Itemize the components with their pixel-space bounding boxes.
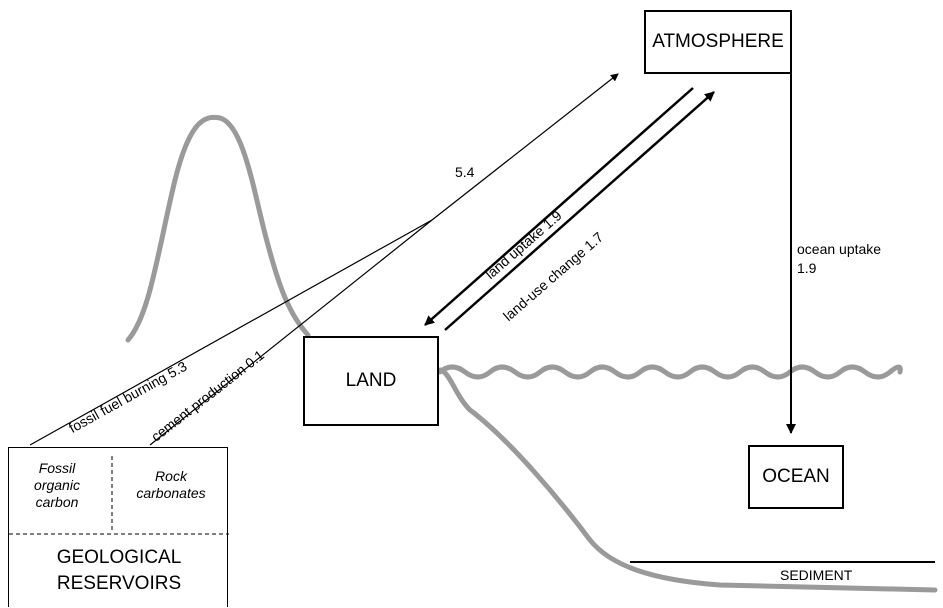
fossil-fuel-flow-line [29, 219, 433, 446]
atmosphere-label: ATMOSPHERE [652, 31, 784, 52]
fossil-organic-carbon-label: Fossil organic carbon [34, 460, 80, 510]
land-use-change-arrow [444, 91, 715, 331]
land-box: LAND [303, 336, 439, 426]
mountain-profile [125, 114, 311, 343]
sea-surface-wave [437, 364, 903, 380]
ocean-box: OCEAN [748, 445, 844, 509]
fossil-to-atmosphere-arrow [431, 73, 619, 221]
sediment-label: SEDIMENT [780, 567, 853, 583]
geological-reservoirs-box: Fossil organic carbon Rock carbonates GE… [8, 447, 229, 607]
ocean-label: OCEAN [762, 466, 830, 487]
ocean-uptake-label: ocean uptake 1.9 [797, 241, 882, 276]
land-label: LAND [345, 370, 397, 391]
cement-flow-line [149, 219, 433, 446]
land-uptake-arrow [424, 87, 694, 326]
reservoir-dividers [9, 456, 229, 535]
fossil-total-value: 5.4 [455, 164, 475, 180]
atmosphere-box: ATMOSPHERE [644, 10, 792, 74]
coastline-profile [437, 367, 938, 593]
geological-reservoirs-title: GEOLOGICAL RESERVOIRS [56, 547, 182, 594]
rock-carbonates-label: Rock carbonates [136, 468, 206, 501]
